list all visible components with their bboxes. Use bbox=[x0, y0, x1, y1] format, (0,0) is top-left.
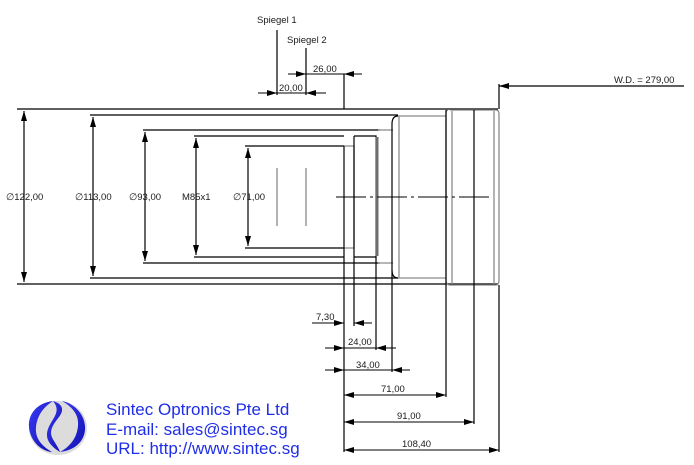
company-info: Sintec Optronics Pte Ltd E-mail: sales@s… bbox=[106, 400, 300, 459]
mirror-2-label: Spiegel 2 bbox=[287, 35, 327, 46]
mirror-lines bbox=[276, 30, 307, 226]
body-outline bbox=[17, 108, 498, 285]
dim-diameter-113: ∅113,00 bbox=[75, 192, 112, 203]
top-dimensions bbox=[258, 71, 684, 109]
extension-lines bbox=[343, 110, 500, 452]
dim-thread-m85: M85x1 bbox=[182, 192, 211, 203]
dim-working-distance: W.D. = 279,00 bbox=[614, 75, 674, 86]
dim-diameter-71: ∅71,00 bbox=[233, 192, 265, 203]
sintec-logo-icon bbox=[28, 401, 87, 455]
dim-mirror2-offset: 26,00 bbox=[313, 64, 337, 75]
mirror-1-label: Spiegel 1 bbox=[257, 15, 297, 26]
dim-7-30: 7,30 bbox=[316, 312, 335, 323]
diameter-dimensions bbox=[21, 111, 251, 282]
lens-mechanics bbox=[343, 109, 500, 286]
dim-24: 24,00 bbox=[348, 337, 372, 348]
company-url[interactable]: URL: http://www.sintec.sg bbox=[106, 439, 300, 458]
company-name: Sintec Optronics Pte Ltd bbox=[106, 400, 290, 419]
dim-108-40: 108,40 bbox=[402, 439, 431, 450]
dim-91: 91,00 bbox=[397, 411, 421, 422]
dim-diameter-93: ∅93,00 bbox=[129, 192, 161, 203]
company-email[interactable]: E-mail: sales@sintec.sg bbox=[106, 419, 288, 439]
dim-71: 71,00 bbox=[381, 384, 405, 395]
bottom-dimensions bbox=[312, 320, 499, 453]
dim-34: 34,00 bbox=[356, 360, 380, 371]
dim-diameter-122: ∅122,00 bbox=[6, 192, 43, 203]
dim-mirror-spacing: 20,00 bbox=[279, 83, 303, 94]
